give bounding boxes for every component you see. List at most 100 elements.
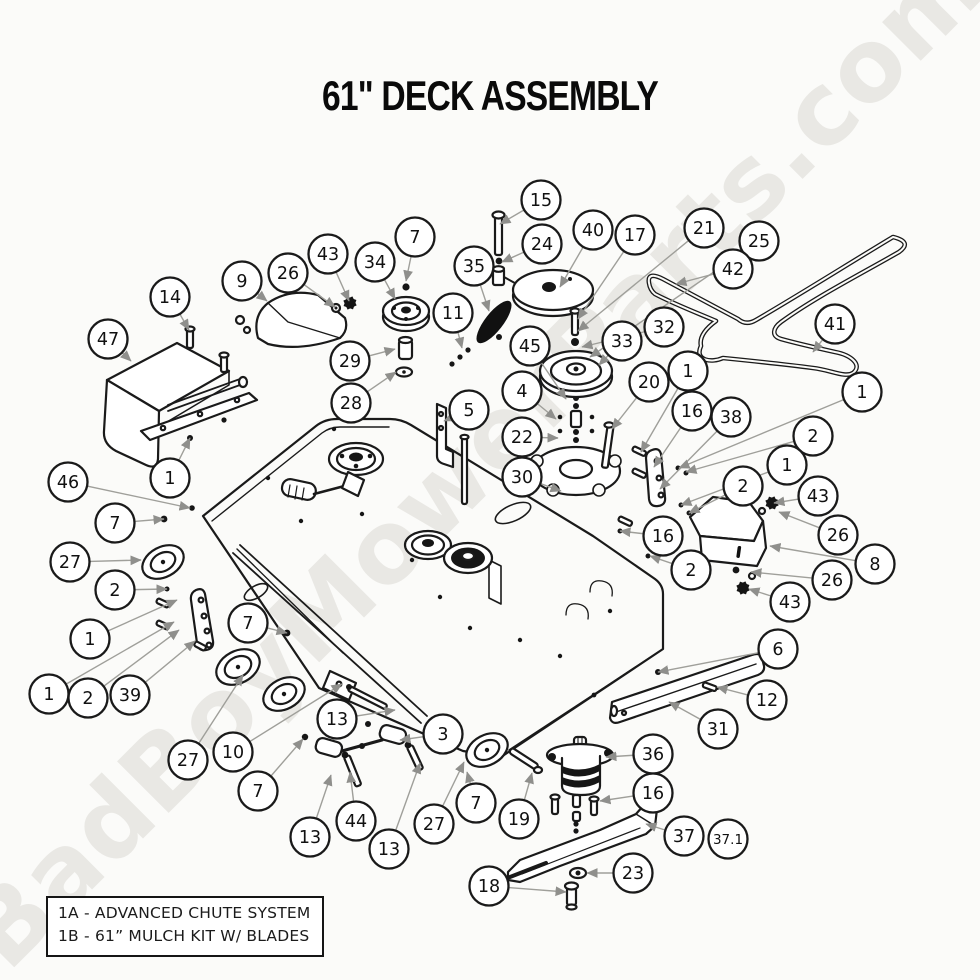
callout-number: 2 xyxy=(82,689,93,709)
callout-33: 33 xyxy=(601,320,643,362)
callout-number: 8 xyxy=(869,555,880,575)
callout-number: 42 xyxy=(722,260,744,280)
callout-6: 6 xyxy=(757,628,799,670)
leader-line xyxy=(659,430,718,490)
callout-29: 29 xyxy=(329,340,371,382)
leader-line xyxy=(536,402,557,420)
callout-27: 27 xyxy=(167,739,209,781)
callout-number: 41 xyxy=(824,315,846,335)
leader-line xyxy=(249,683,343,743)
callout-bubble xyxy=(109,674,151,716)
callout-bubble xyxy=(69,618,111,660)
callout-number: 14 xyxy=(159,288,181,308)
callout-43: 43 xyxy=(769,581,811,623)
callout-number: 28 xyxy=(340,394,362,414)
callout-21: 21 xyxy=(683,207,725,249)
callout-20: 20 xyxy=(628,361,670,403)
callout-18: 18 xyxy=(468,865,510,907)
callout-28: 28 xyxy=(330,382,372,424)
callout-number: 1 xyxy=(84,630,95,650)
callout-number: 46 xyxy=(57,473,79,493)
callout-12: 12 xyxy=(746,679,788,721)
callout-number: 39 xyxy=(119,686,141,706)
deck-illustration xyxy=(102,210,908,911)
callout-bubble xyxy=(94,502,136,544)
callout-43: 43 xyxy=(307,233,349,275)
leader-line xyxy=(688,494,726,514)
leader-line xyxy=(89,555,142,566)
front-rail xyxy=(608,652,766,724)
callout-38: 38 xyxy=(710,396,752,438)
callout-number: 12 xyxy=(756,691,778,711)
callout-bubble xyxy=(670,549,712,591)
callout-bubble xyxy=(468,865,510,907)
page-title: 61" DECK ASSEMBLY xyxy=(0,72,980,120)
callout-number: 2 xyxy=(807,427,818,447)
callout-bubble xyxy=(237,770,279,812)
callout-bubble xyxy=(94,569,136,611)
leader-line xyxy=(356,706,396,717)
leader-line xyxy=(441,761,465,807)
callout-2: 2 xyxy=(67,677,109,719)
callout-44: 44 xyxy=(335,800,377,842)
callout-number: 1 xyxy=(43,685,54,705)
leader-line xyxy=(540,482,562,493)
callout-number: 26 xyxy=(827,526,849,546)
leader-line xyxy=(266,625,288,636)
leader-line xyxy=(599,794,634,805)
leader-line xyxy=(270,738,304,777)
callout-27: 27 xyxy=(49,541,91,583)
callout-number: 33 xyxy=(611,332,633,352)
callout-2: 2 xyxy=(670,549,712,591)
callout-number: 43 xyxy=(779,593,801,613)
leader-line xyxy=(479,284,491,312)
leader-line xyxy=(454,331,465,349)
leader-line xyxy=(335,271,350,302)
callout-bubble xyxy=(746,679,788,721)
callout-number: 29 xyxy=(339,352,361,372)
callout-13: 13 xyxy=(316,698,358,740)
leader-line xyxy=(716,684,749,696)
callout-7: 7 xyxy=(394,216,436,258)
leader-line xyxy=(65,621,175,685)
callout-bubble xyxy=(455,782,497,824)
callout-bubble xyxy=(667,350,709,392)
leader-line xyxy=(750,568,813,579)
leader-line xyxy=(649,554,673,565)
callout-40: 40 xyxy=(572,209,614,251)
callout-number: 19 xyxy=(508,810,530,830)
callout-bubble xyxy=(167,739,209,781)
callout-number: 26 xyxy=(277,264,299,284)
callout-number: 2 xyxy=(737,477,748,497)
callout-bubble xyxy=(841,371,883,413)
callout-5: 5 xyxy=(448,389,490,431)
callout-number: 24 xyxy=(531,235,553,255)
callout-bubble xyxy=(817,514,859,556)
callout-17: 17 xyxy=(614,214,656,256)
leader-line xyxy=(748,587,772,597)
callout-number: 35 xyxy=(463,257,485,277)
callout-number: 5 xyxy=(463,401,474,421)
callout-number: 23 xyxy=(622,864,644,884)
callout-16: 16 xyxy=(632,772,674,814)
callout-bubble xyxy=(521,223,563,265)
leader-line xyxy=(605,751,634,762)
callout-14: 14 xyxy=(149,276,191,318)
callout-47: 47 xyxy=(87,318,129,360)
callout-number: 37.1 xyxy=(713,832,743,848)
leader-line xyxy=(179,313,190,331)
callout-number: 44 xyxy=(345,812,367,832)
leader-line xyxy=(598,354,610,366)
leader-line xyxy=(86,485,191,511)
callout-bubble xyxy=(368,828,410,870)
callout-bubble xyxy=(394,216,436,258)
leader-line xyxy=(678,398,845,469)
callout-7: 7 xyxy=(455,782,497,824)
callout-number: 1 xyxy=(164,469,175,489)
callout-number: 47 xyxy=(97,330,119,350)
callout-bubble xyxy=(601,320,643,362)
callout-23: 23 xyxy=(612,852,654,894)
callout-number: 22 xyxy=(511,428,533,448)
callout-bubble xyxy=(707,818,749,860)
